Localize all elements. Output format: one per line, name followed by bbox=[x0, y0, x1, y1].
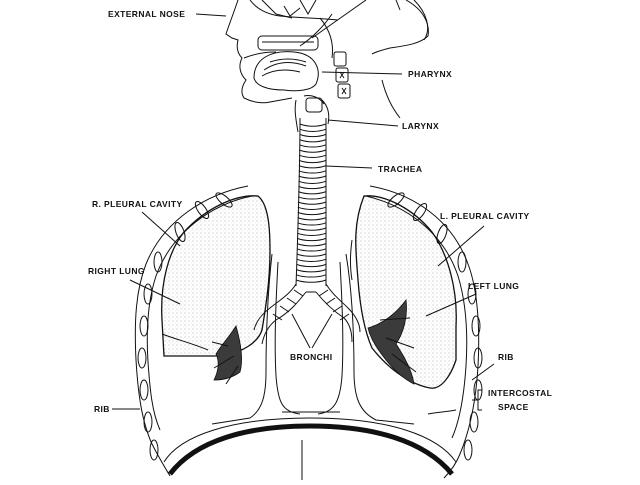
left-lung bbox=[350, 195, 457, 415]
rib-section bbox=[149, 439, 159, 461]
trachea-ring bbox=[299, 149, 327, 153]
rib-section bbox=[471, 315, 481, 337]
trachea-ring bbox=[299, 123, 327, 127]
trachea-ring bbox=[298, 165, 327, 169]
rib-section bbox=[457, 251, 467, 273]
label-r-pleural-cavity: R. PLEURAL CAVITY bbox=[92, 199, 183, 209]
rib-section bbox=[139, 379, 149, 401]
trachea-ring bbox=[296, 248, 327, 252]
bronchus-ring bbox=[279, 305, 290, 313]
label-intercostal-space: SPACE bbox=[498, 402, 529, 412]
rib-section bbox=[174, 222, 186, 242]
leader-bronchi bbox=[291, 313, 333, 349]
leader-trachea bbox=[325, 165, 373, 169]
trachea-ring bbox=[298, 191, 327, 195]
trachea-ring bbox=[296, 274, 327, 278]
trachea-ring bbox=[298, 175, 327, 179]
label-trachea: TRACHEA bbox=[378, 164, 422, 174]
bronchi-drawing bbox=[253, 283, 361, 345]
trachea-ring bbox=[295, 279, 327, 283]
trachea-ring bbox=[299, 144, 327, 148]
rib-section bbox=[436, 224, 448, 244]
head-outline bbox=[225, 0, 429, 133]
label-rib-right: RIB bbox=[498, 352, 514, 362]
trachea-ring bbox=[298, 185, 327, 190]
leader-l-pleural bbox=[437, 225, 485, 267]
label-external-nose: EXTERNAL NOSE bbox=[108, 9, 185, 19]
rib-section bbox=[153, 251, 163, 273]
label-left-lung: LEFT LUNG bbox=[468, 281, 519, 291]
leader-r-pleural bbox=[141, 211, 181, 247]
trachea-ring bbox=[297, 211, 327, 216]
trachea-ring bbox=[297, 206, 327, 210]
rib-section bbox=[473, 347, 483, 369]
leader-intercostal bbox=[472, 389, 482, 411]
label-intercostal: INTERCOSTAL bbox=[488, 388, 552, 398]
trachea-ring bbox=[296, 258, 327, 262]
bronchus-ring bbox=[325, 297, 336, 305]
rib-section bbox=[387, 192, 405, 208]
leader-rib-right bbox=[471, 363, 495, 381]
bronchus-ring bbox=[286, 297, 297, 305]
trachea-ring bbox=[297, 217, 327, 221]
label-rib-left: RIB bbox=[94, 404, 110, 414]
label-right-lung: RIGHT LUNG bbox=[88, 266, 145, 276]
thoracic-wall bbox=[134, 185, 483, 480]
rib-section bbox=[143, 411, 153, 433]
leader-left-lung bbox=[425, 293, 477, 317]
bronchus-ring bbox=[293, 289, 304, 297]
trachea-ring bbox=[298, 170, 327, 174]
trachea-ring bbox=[296, 269, 327, 273]
trachea-ring bbox=[297, 201, 327, 205]
trachea-ring bbox=[296, 237, 327, 242]
trachea-ring bbox=[298, 180, 327, 184]
bronchus-ring bbox=[272, 313, 283, 321]
bronchus-ring bbox=[339, 313, 350, 321]
trachea-ring bbox=[298, 154, 327, 158]
trachea-ring bbox=[297, 196, 327, 200]
rib-section bbox=[463, 439, 473, 461]
rib-section bbox=[194, 200, 210, 220]
leader-top bbox=[311, 0, 367, 39]
leader-pharynx bbox=[321, 71, 403, 75]
trachea-ring bbox=[299, 128, 327, 132]
trachea-ring bbox=[298, 159, 327, 164]
trachea-drawing bbox=[295, 117, 327, 287]
rib-section bbox=[412, 202, 428, 222]
trachea-ring bbox=[297, 222, 327, 226]
label-pharynx: PHARYNX bbox=[408, 69, 452, 79]
trachea-ring bbox=[296, 243, 327, 247]
label-l-pleural-cavity: L. PLEURAL CAVITY bbox=[440, 211, 530, 221]
rib-section bbox=[469, 411, 479, 433]
rib-section bbox=[215, 192, 233, 208]
leader-larynx bbox=[327, 119, 399, 127]
right-lung bbox=[161, 195, 271, 385]
rib-section bbox=[137, 347, 147, 369]
labels: EXTERNAL NOSE PHARYNX LARYNX TRACHEA R. … bbox=[88, 0, 552, 414]
label-larynx: LARYNX bbox=[402, 121, 439, 131]
leader-external-nose bbox=[195, 13, 227, 17]
trachea-ring bbox=[296, 263, 327, 268]
bronchus-ring bbox=[332, 305, 343, 313]
trachea-ring bbox=[296, 253, 327, 257]
trachea-ring bbox=[299, 133, 327, 138]
trachea-ring bbox=[297, 227, 327, 231]
trachea-ring bbox=[297, 232, 327, 236]
trachea-ring bbox=[299, 139, 327, 143]
rib-section bbox=[143, 283, 153, 305]
rib-section bbox=[139, 315, 149, 337]
bronchus-ring bbox=[318, 289, 329, 297]
leader-right-lung bbox=[129, 279, 181, 305]
label-bronchi: BRONCHI bbox=[290, 352, 332, 362]
